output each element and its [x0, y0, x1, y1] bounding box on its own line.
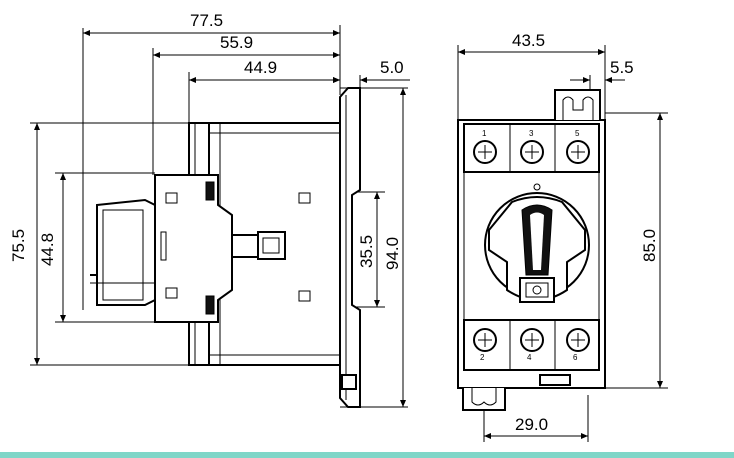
dim-label-44-8: 44.8	[38, 233, 57, 266]
terminal-screw-1: 1	[473, 129, 497, 164]
din-rail-clip	[339, 87, 361, 408]
side-view: 77.5 55.9 44.9 5.0 75.5 44.8 94.0 35.5	[9, 11, 410, 408]
dim-label-77-5: 77.5	[190, 11, 223, 30]
terminal-screw-3: 3	[520, 129, 544, 164]
terminal-label-4: 4	[527, 353, 532, 362]
front-view: 43.5 5.5 85.0 29.0	[457, 31, 668, 442]
dim-label-29-0: 29.0	[515, 415, 548, 434]
dim-label-94-0: 94.0	[383, 237, 402, 270]
terminal-label-2: 2	[480, 353, 485, 362]
dim-label-75-5: 75.5	[9, 229, 28, 262]
bottom-mount-tab	[462, 388, 506, 411]
bottom-accent-bar	[0, 452, 734, 458]
terminal-screw-4: 4	[520, 328, 544, 362]
dim-label-5-0: 5.0	[380, 58, 404, 77]
dim-label-85-0: 85.0	[640, 229, 659, 262]
terminal-screw-2: 2	[473, 328, 497, 362]
dim-label-35-5: 35.5	[357, 235, 376, 268]
terminal-screw-5: 5	[566, 129, 590, 164]
terminal-label-3: 3	[529, 129, 534, 138]
terminal-label-6: 6	[573, 353, 578, 362]
handle-plate	[154, 174, 233, 323]
dim-label-55-9: 55.9	[220, 33, 253, 52]
terminal-label-1: 1	[482, 129, 487, 138]
dim-label-44-9: 44.9	[244, 58, 277, 77]
knob-profile	[96, 198, 156, 306]
dim-label-5-5: 5.5	[610, 58, 634, 77]
rotary-knob	[484, 183, 590, 303]
terminal-label-5: 5	[575, 129, 580, 138]
dim-label-43-5: 43.5	[512, 31, 545, 50]
terminal-screw-6: 6	[566, 328, 590, 362]
